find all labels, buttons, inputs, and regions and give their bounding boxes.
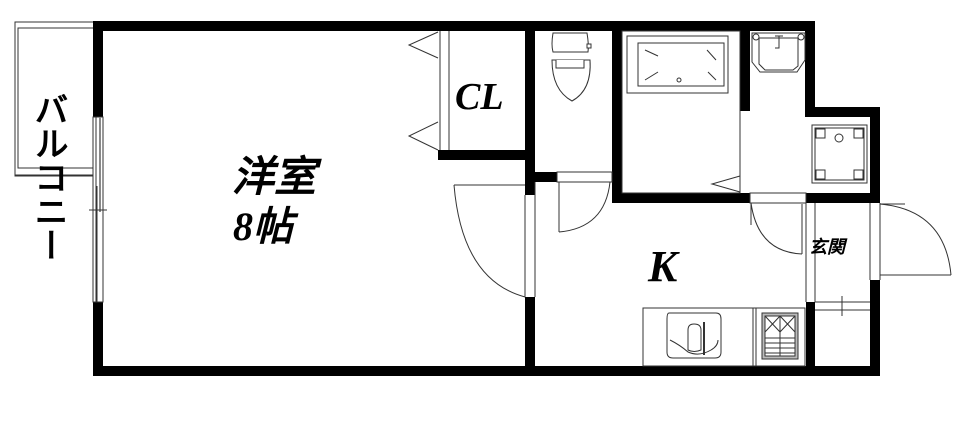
entrance-area (805, 203, 952, 316)
western-room-label: 洋室 (232, 155, 317, 201)
balcony-outline (14, 22, 94, 176)
kitchen-sink (666, 312, 722, 359)
walls (93, 21, 880, 376)
kitchen-label: K (648, 242, 678, 291)
washroom-door (749, 192, 807, 255)
toilet-fixture (551, 32, 592, 102)
entrance-label: 玄関 (809, 237, 845, 257)
western-room-door (453, 182, 536, 298)
washing-machine-pan (811, 117, 870, 193)
bathtub (621, 30, 741, 194)
balcony-label: バルコニー (28, 92, 68, 262)
balcony-window (89, 116, 107, 303)
wash-basin (750, 31, 806, 203)
closet-doors (407, 31, 450, 151)
western-room-size: 8帖 (233, 204, 293, 249)
toilet-door (556, 171, 613, 233)
gas-stove (761, 312, 799, 360)
closet-label: CL (455, 76, 504, 118)
